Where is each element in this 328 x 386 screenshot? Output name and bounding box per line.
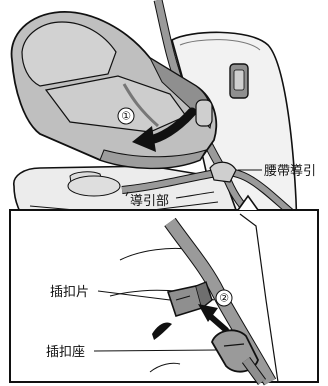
step-two-marker: ② [215,289,233,307]
step-one-label: ① [121,110,131,123]
belt-retractor-icon [229,63,249,99]
buckle-tongue-icon [166,281,213,317]
guide-part-label: 導引部 [130,194,169,209]
buckle-tongue-label: 插扣片 [50,285,89,300]
lap-belt-guide-label: 腰帶導引 [264,164,316,179]
buckle-base-label: 插扣座 [46,345,85,360]
buckle-base-leader [93,349,217,352]
step-one-marker: ① [117,107,135,125]
buckle-tongue-leader [97,290,171,301]
guide-part-leader [125,191,129,197]
insert-arrow-icon [198,304,229,333]
lap-belt-guide-icon [209,161,237,183]
buckle-base-icon [211,329,267,385]
guide-part-leader-right [175,191,215,199]
detail-inset: ② 插扣片 插扣座 [9,194,319,386]
rotate-arrow-icon [132,107,197,152]
step-two-label: ② [219,292,229,305]
